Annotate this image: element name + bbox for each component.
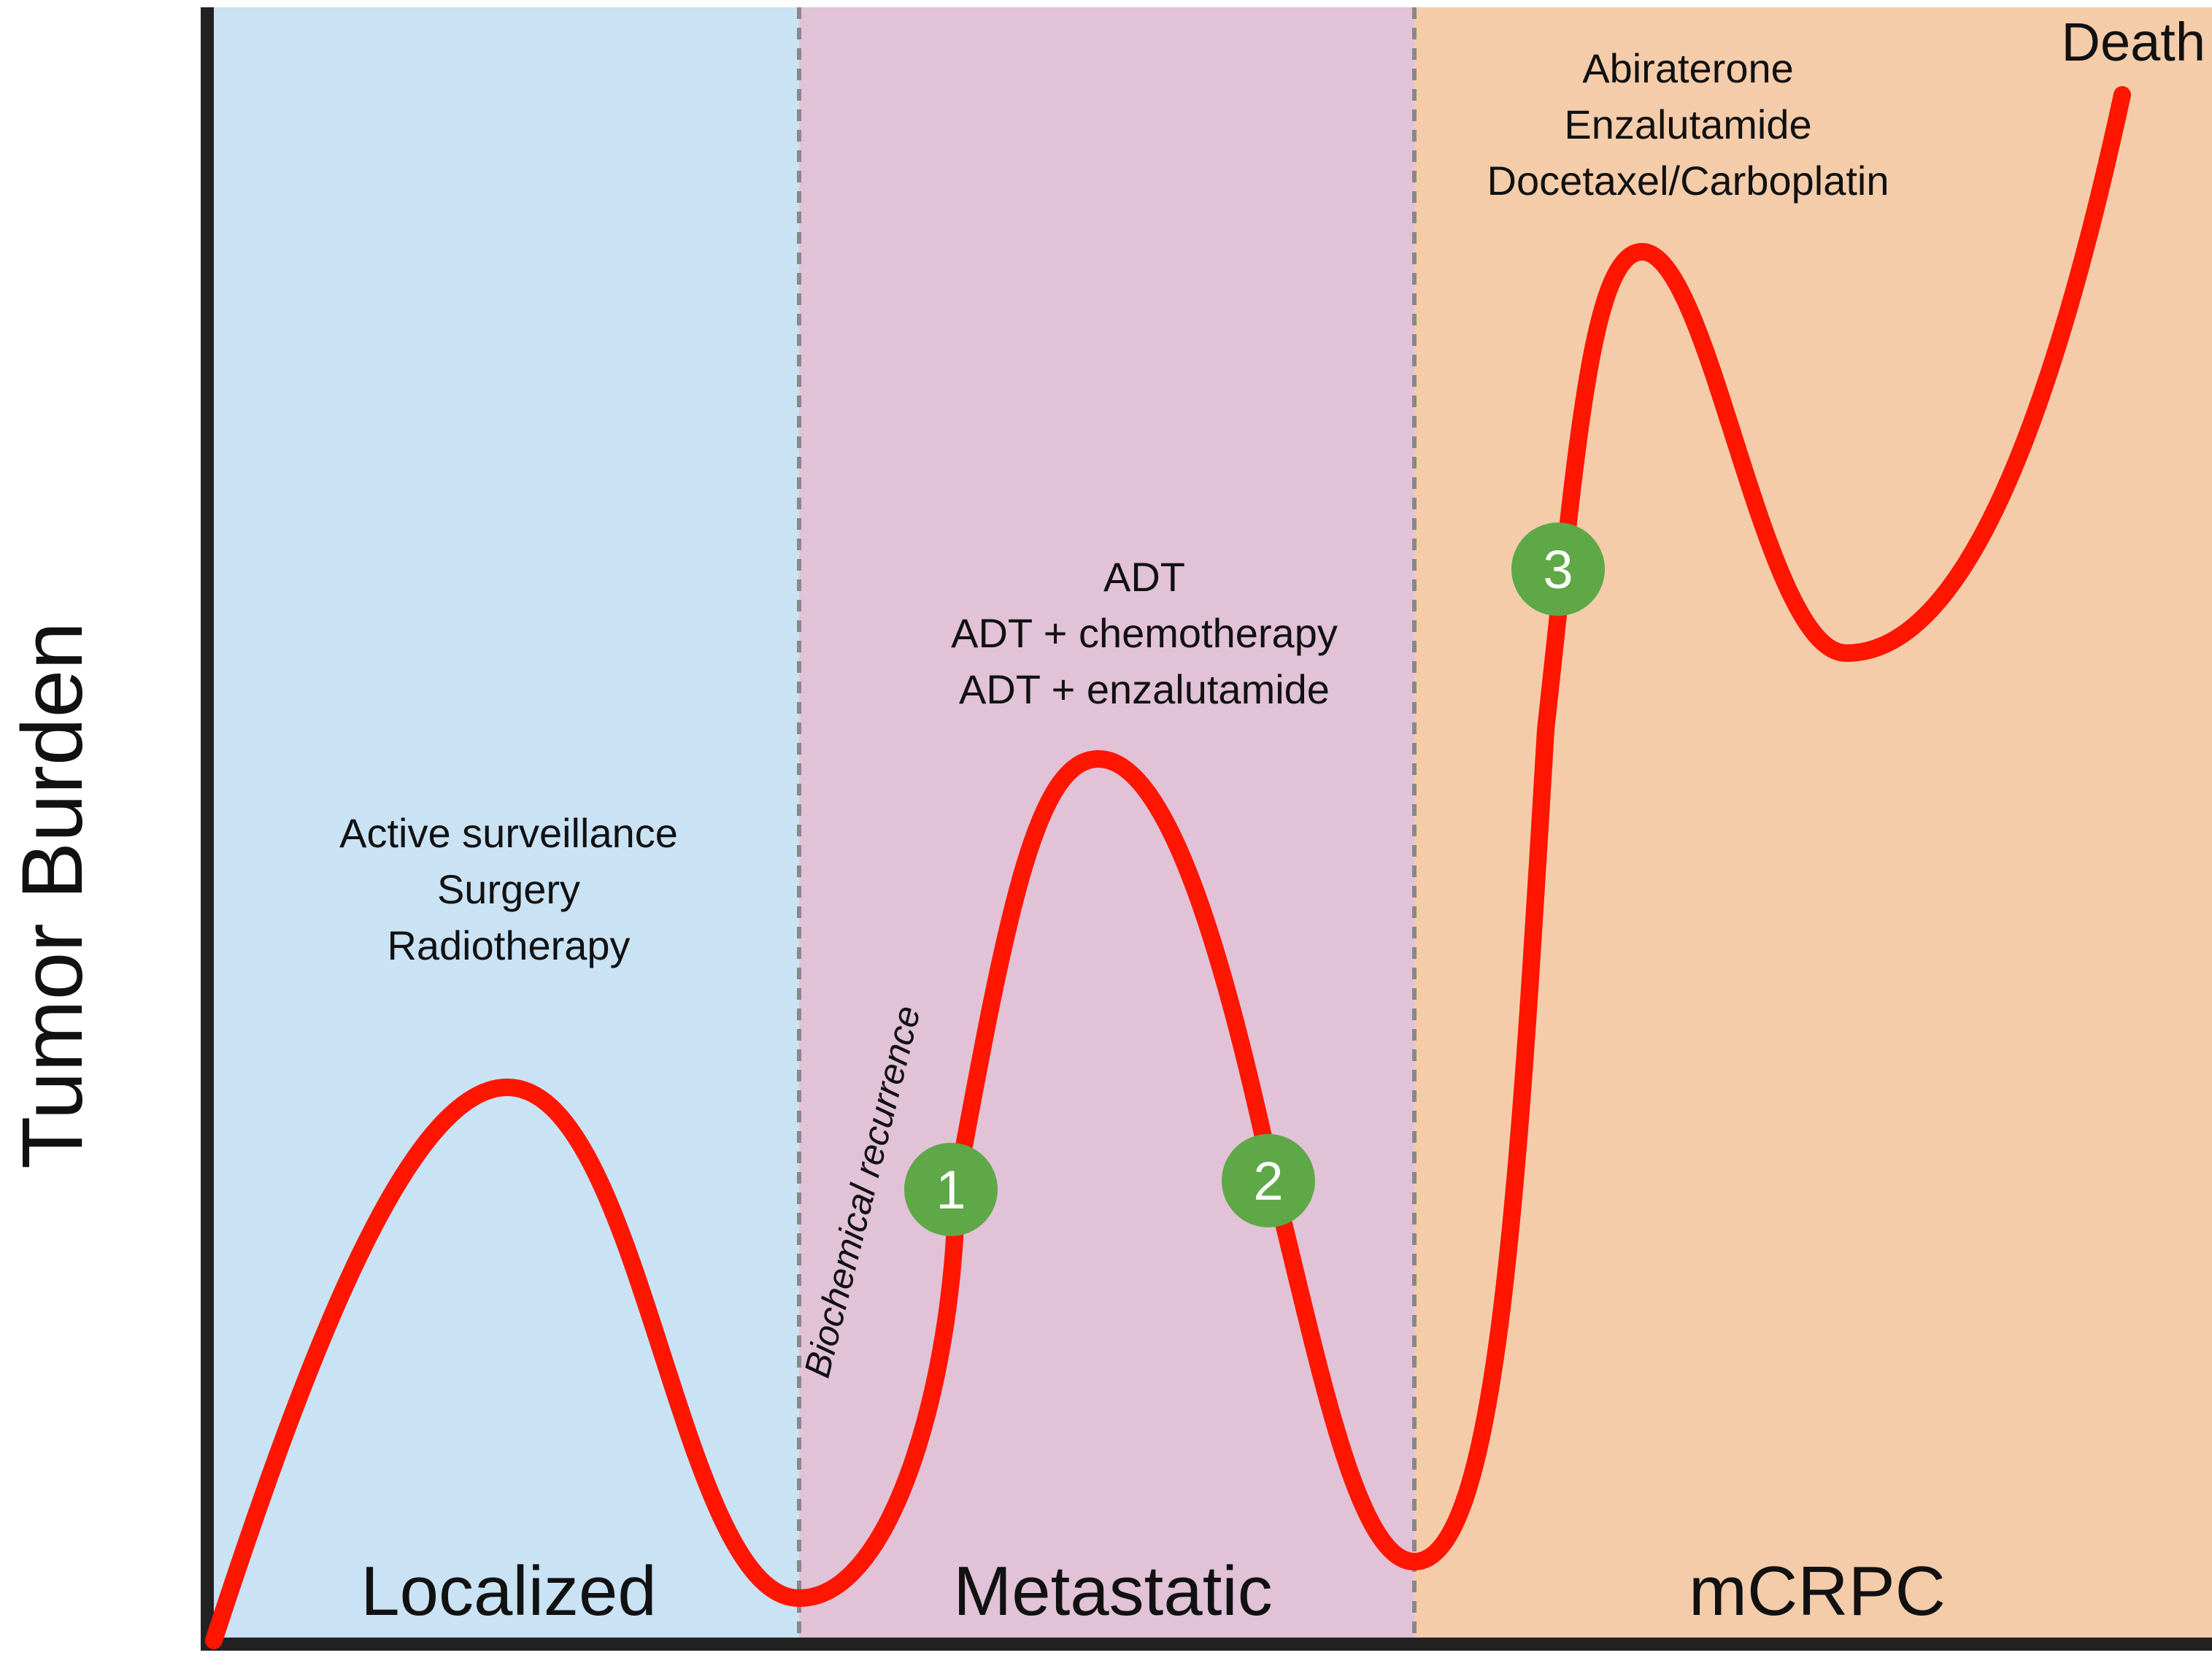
marker-2-circle — [1222, 1134, 1315, 1227]
death-label: Death — [2062, 12, 2205, 72]
treatment-docetaxel-carboplatin: Docetaxel/Carboplatin — [1487, 158, 1889, 204]
marker-3-circle — [1511, 522, 1605, 616]
marker-3-number: 3 — [1543, 539, 1573, 600]
y-axis-label: Tumor Burden — [4, 622, 101, 1169]
treatment-active-surveillance: Active surveillance — [339, 810, 678, 856]
treatment-enzalutamide: Enzalutamide — [1564, 101, 1811, 147]
mcrpc-treatments: Abiraterone Enzalutamide Docetaxel/Carbo… — [1487, 45, 1889, 204]
treatment-adt: ADT — [1103, 554, 1185, 600]
marker-2-number: 2 — [1253, 1151, 1283, 1211]
stage-label-metastatic: Metastatic — [953, 1552, 1272, 1630]
treatment-adt-chemotherapy: ADT + chemotherapy — [951, 610, 1338, 656]
treatment-surgery: Surgery — [437, 866, 580, 912]
marker-2: 2 — [1222, 1134, 1315, 1227]
marker-1: 1 — [904, 1143, 998, 1236]
localized-treatments: Active surveillance Surgery Radiotherapy — [339, 810, 678, 968]
stage-label-mcrpc: mCRPC — [1689, 1552, 1946, 1630]
metastatic-treatments: ADT ADT + chemotherapy ADT + enzalutamid… — [951, 554, 1338, 712]
marker-1-circle — [904, 1143, 998, 1236]
stage-label-localized: Localized — [361, 1552, 657, 1630]
treatment-radiotherapy: Radiotherapy — [387, 922, 630, 968]
marker-1-number: 1 — [936, 1160, 966, 1220]
treatment-abiraterone: Abiraterone — [1582, 45, 1794, 91]
marker-3: 3 — [1511, 522, 1605, 616]
treatment-adt-enzalutamide: ADT + enzalutamide — [959, 666, 1330, 712]
